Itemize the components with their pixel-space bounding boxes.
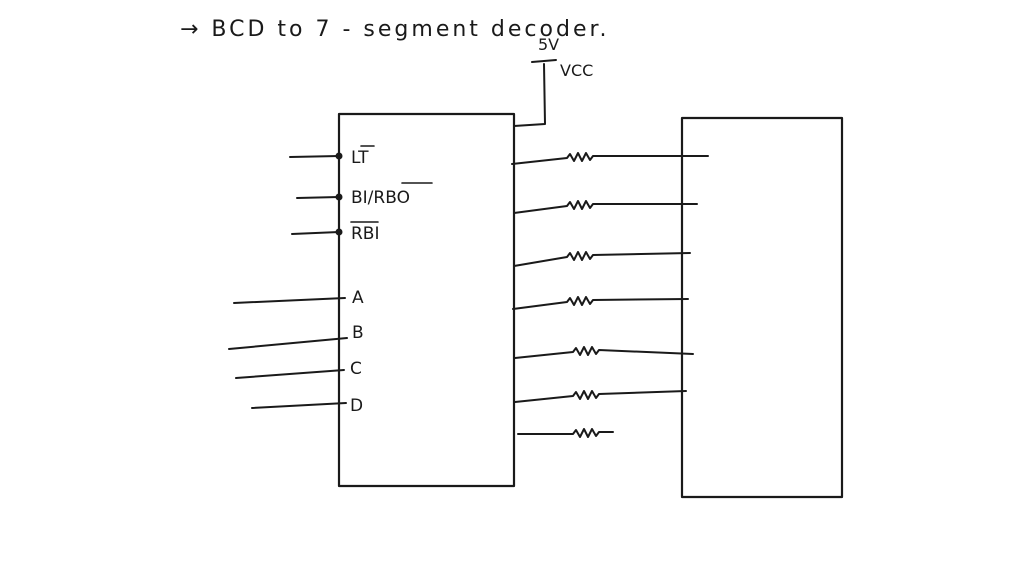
supply-voltage-label: 5V	[538, 35, 559, 54]
seven-segment-display-block	[680, 116, 844, 499]
input-d-wire	[251, 402, 347, 409]
output-line-3	[513, 251, 691, 267]
rbi-bubble	[335, 228, 343, 236]
lt-wire	[289, 155, 340, 158]
input-b-wire	[228, 337, 348, 350]
output-line-4	[512, 296, 689, 310]
bi-rbo-bubble	[335, 193, 343, 201]
output-line-5	[514, 346, 694, 359]
supply-wire	[513, 63, 546, 127]
lt-bubble	[335, 152, 343, 160]
bi-rbo-wire	[296, 196, 340, 199]
pin-label-c: C	[350, 359, 362, 379]
pin-label-b: B	[352, 323, 364, 343]
pin-label-rbi: RBI	[351, 224, 380, 244]
output-line-2	[513, 200, 698, 214]
decoder-block	[337, 112, 516, 488]
pin-label-d: D	[350, 396, 363, 416]
output-line-6	[514, 390, 687, 403]
input-c-wire	[235, 369, 345, 379]
supply-rail-label: VCC	[560, 61, 593, 80]
output-line-7	[517, 428, 614, 438]
pin-label-lt: LT	[351, 148, 369, 168]
diagram-title: → BCD to 7 - segment decoder.	[180, 17, 610, 42]
pin-label-bi-rbo: BI/RBO	[351, 188, 410, 208]
output-line-1	[511, 152, 709, 165]
rbi-wire	[291, 231, 340, 235]
supply-bar	[531, 59, 557, 63]
input-a-wire	[233, 297, 346, 304]
pin-label-a: A	[352, 288, 364, 308]
